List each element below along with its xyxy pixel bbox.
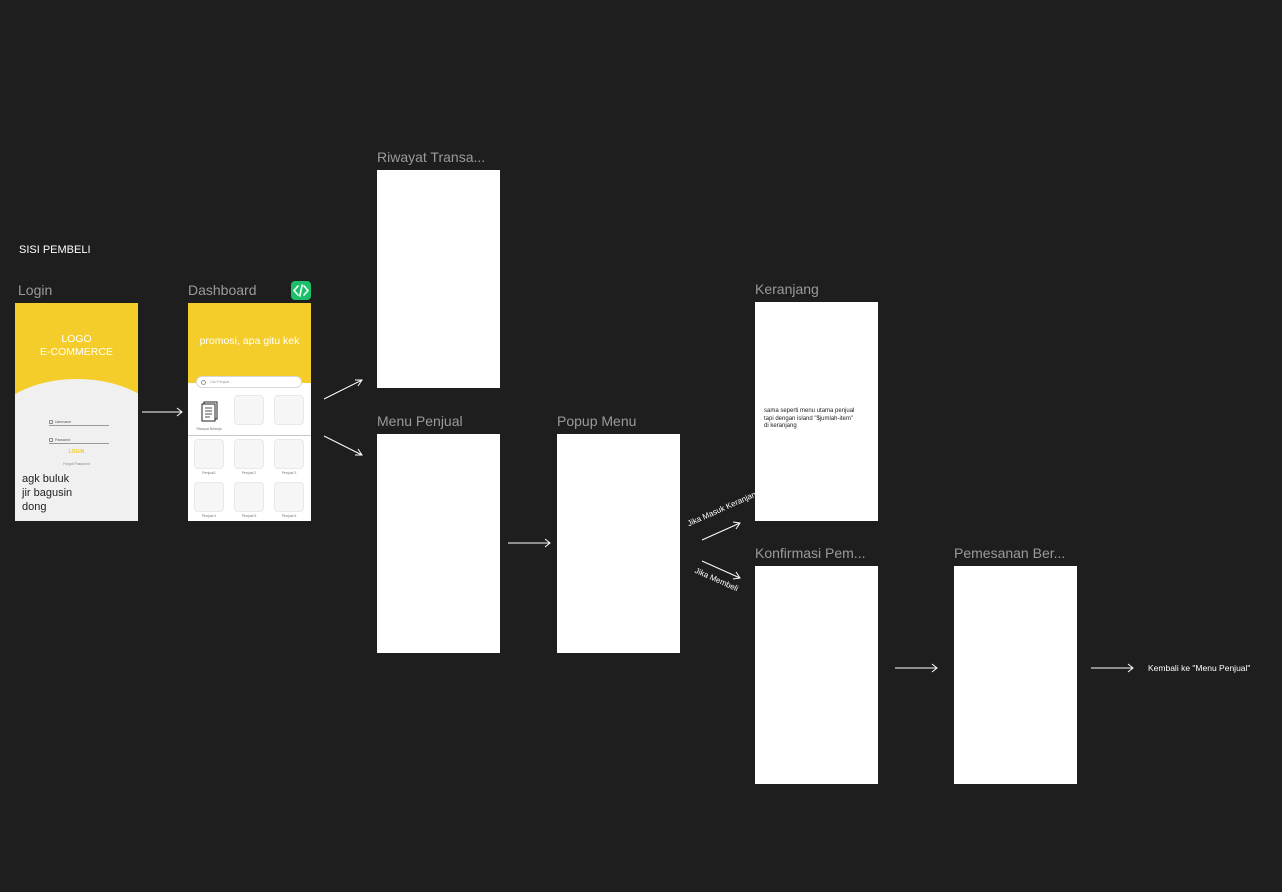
popup-menu-frame[interactable] (557, 434, 680, 653)
keranjang-note-line-3: di keranjang (764, 423, 797, 429)
caption-line-2: jir bagusin (22, 487, 73, 499)
login-caption: agk buluk jir bagusin dong (22, 472, 72, 514)
receipt-icon (201, 401, 218, 422)
frame-title-menu-penjual[interactable]: Menu Penjual (377, 413, 463, 429)
seller-label: Penjual 6 (281, 514, 297, 518)
arrow-popup-to-konfirmasi (701, 560, 741, 580)
caption-line-3: dong (22, 501, 47, 513)
seller-tile[interactable] (234, 439, 264, 469)
arrow-popup-to-keranjang (701, 521, 741, 541)
logo-line-2: E-COMMERCE (40, 346, 113, 358)
password-field[interactable]: Password (49, 438, 109, 444)
seller-label: Penjual 4 (201, 514, 217, 518)
keranjang-note: sama seperti menu utama penjual tapi den… (764, 408, 854, 431)
logo-text: LOGO E-COMMERCE (15, 333, 138, 359)
menu-penjual-frame[interactable] (377, 434, 500, 653)
login-curve-shape (15, 379, 138, 489)
promo-text: promosi, apa gitu kek (199, 335, 300, 347)
arrow-menu-to-popup (508, 538, 551, 548)
frame-title-popup-menu[interactable]: Popup Menu (557, 413, 637, 429)
search-placeholder: Cari Penjual... (210, 380, 232, 384)
seller-label: Penjual 2 (241, 471, 257, 475)
frame-title-riwayat[interactable]: Riwayat Transa... (377, 149, 486, 165)
lock-icon (49, 438, 53, 442)
arrow-login-to-dashboard (142, 407, 183, 417)
caption-line-1: agk buluk (22, 473, 70, 485)
seller-tile[interactable] (274, 439, 304, 469)
keranjang-note-line-1: sama seperti menu utama penjual (764, 408, 855, 414)
arrow-dashboard-to-menu-penjual (323, 435, 363, 456)
riwayat-frame[interactable] (377, 170, 500, 388)
logo-line-1: LOGO (61, 333, 92, 345)
code-brackets-icon[interactable] (291, 281, 311, 300)
konfirmasi-frame[interactable] (755, 566, 878, 784)
note-kembali: Kembali ke "Menu Penjual" (1148, 663, 1251, 673)
login-frame[interactable]: LOGO E-COMMERCE Username Password LOGIN … (15, 303, 138, 521)
history-label: Riwayat Belanja (196, 427, 222, 431)
arrow-konfirmasi-to-pemesanan (895, 663, 938, 673)
password-placeholder: Password (55, 438, 71, 442)
arrow-pemesanan-to-kembali (1091, 663, 1134, 673)
keranjang-frame[interactable]: sama seperti menu utama penjual tapi den… (755, 302, 878, 521)
search-icon (201, 380, 206, 385)
seller-label: Penjual 5 (241, 514, 257, 518)
frame-title-login[interactable]: Login (18, 282, 53, 298)
search-input[interactable]: Cari Penjual... (196, 376, 302, 388)
login-button[interactable]: LOGIN (68, 449, 85, 455)
username-placeholder: Username (55, 420, 72, 424)
placeholder-tile[interactable] (274, 395, 304, 425)
seller-label: Penjual1 (202, 471, 216, 475)
dashboard-frame[interactable]: promosi, apa gitu kek Cari Penjual... Ri… (188, 303, 311, 521)
forgot-password-link[interactable]: Forgot Password (63, 462, 90, 466)
seller-tile[interactable] (194, 439, 224, 469)
seller-label: Penjual 3 (281, 471, 297, 475)
history-tile[interactable] (194, 395, 224, 425)
pemesanan-frame[interactable] (954, 566, 1077, 784)
frame-title-keranjang[interactable]: Keranjang (755, 281, 819, 297)
section-label: SISI PEMBELI (19, 244, 91, 256)
seller-tile[interactable] (274, 482, 304, 512)
seller-tile[interactable] (194, 482, 224, 512)
arrow-dashboard-to-riwayat (323, 379, 363, 400)
divider (188, 435, 311, 436)
promo-banner[interactable] (188, 303, 311, 383)
seller-tile[interactable] (234, 482, 264, 512)
keranjang-note-line-2: tapi dengan island "$jumlah-item" (764, 415, 853, 422)
placeholder-tile[interactable] (234, 395, 264, 425)
user-icon (49, 420, 53, 424)
username-field[interactable]: Username (49, 420, 109, 426)
frame-title-konfirmasi[interactable]: Konfirmasi Pem... (755, 545, 866, 561)
frame-title-dashboard[interactable]: Dashboard (188, 282, 257, 298)
frame-title-pemesanan[interactable]: Pemesanan Ber... (954, 545, 1066, 561)
